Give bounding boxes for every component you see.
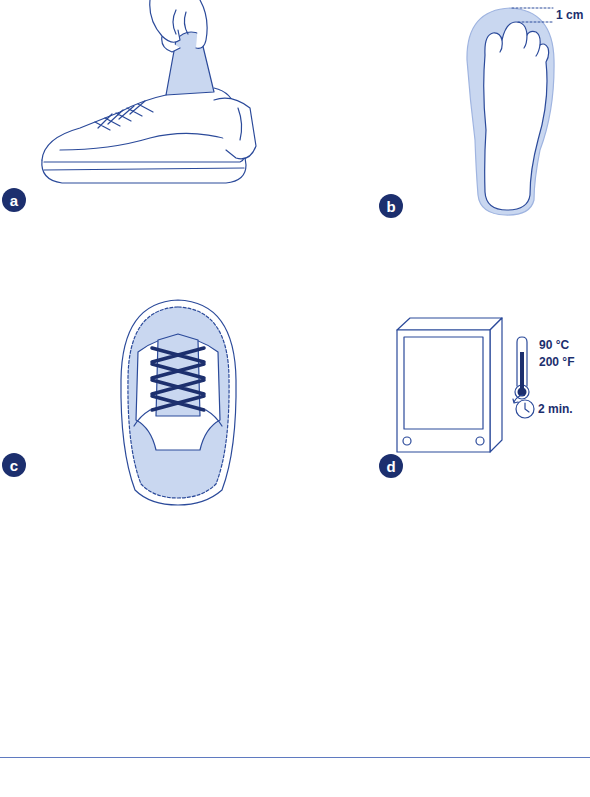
setting-label: 90 °C — [539, 338, 569, 352]
step-letter: a — [10, 193, 18, 208]
footer-rule — [0, 757, 590, 758]
setting-label: 2 min. — [538, 402, 573, 416]
setting-label: 200 °F — [539, 355, 574, 369]
dimension-label: 1 cm — [556, 8, 583, 22]
insole-with-foot — [467, 8, 554, 215]
step-badge: b — [379, 194, 403, 218]
thermometer-icon — [515, 337, 529, 399]
step-badge: a — [2, 188, 26, 212]
oven — [397, 318, 502, 452]
shoe-top-view — [121, 300, 236, 505]
step-letter: d — [386, 459, 395, 474]
timer-icon — [513, 395, 534, 418]
step-badge: d — [379, 454, 403, 478]
step-letter: c — [10, 458, 18, 473]
step-letter: b — [386, 199, 395, 214]
shoe-side-view — [42, 0, 256, 183]
step-badge: c — [2, 453, 26, 477]
